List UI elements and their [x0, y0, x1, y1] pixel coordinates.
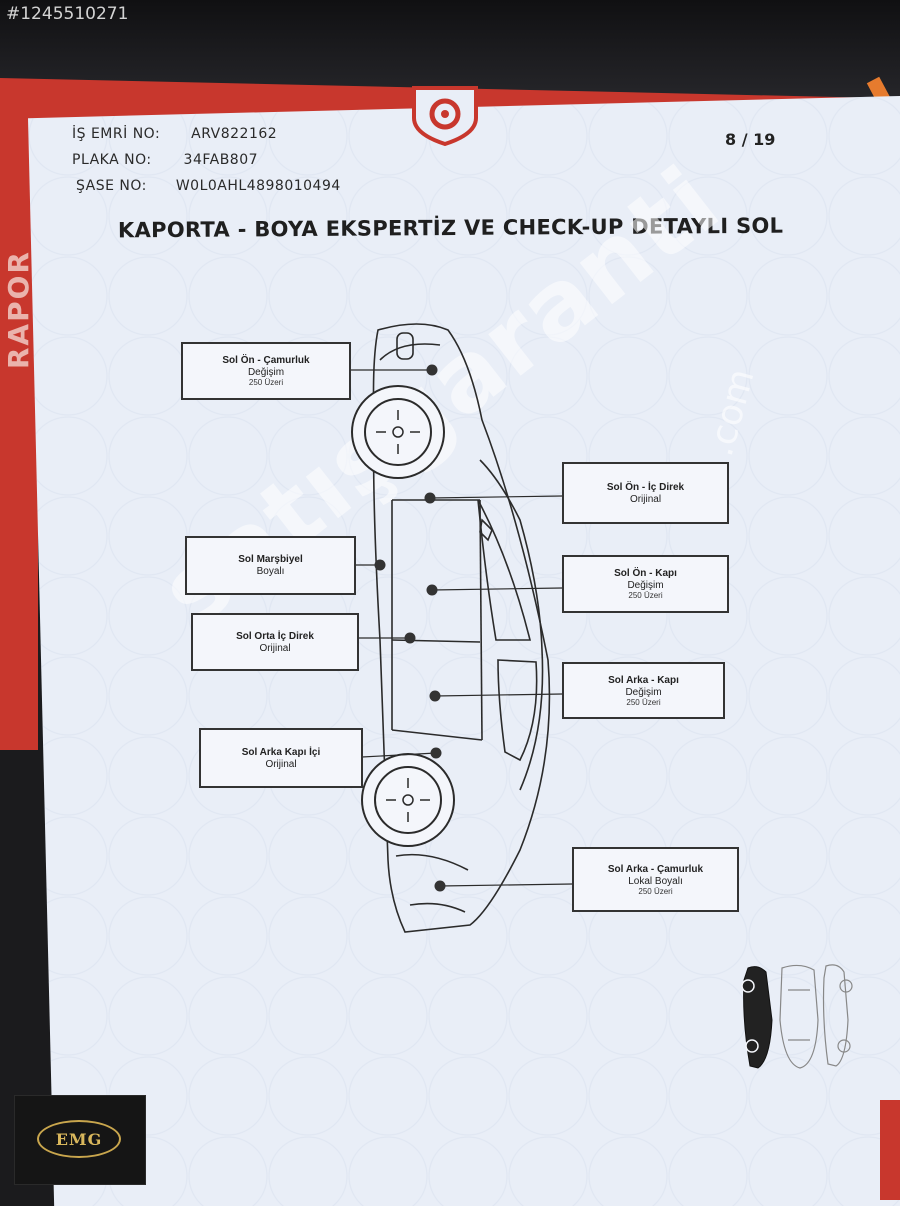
sase-value: W0L0AHL4898010494	[175, 178, 341, 194]
page-number: 8 / 19	[725, 130, 776, 149]
part-status: Orijinal	[265, 758, 297, 770]
part-label-sol-marsbiyel: Sol Marşbiyel Boyalı	[185, 536, 356, 595]
emg-logo: EMG	[37, 1120, 121, 1158]
red-folder-bottom	[880, 1100, 900, 1200]
part-note: 250 Üzeri	[626, 697, 661, 707]
part-note: 250 Üzeri	[628, 591, 663, 600]
is-emri-label: İŞ EMRİ NO:	[72, 126, 161, 142]
shield-logo-icon	[412, 86, 478, 146]
part-label-sol-on-camurluk: Sol Ön - Çamurluk Değişim 250 Üzeri	[181, 342, 351, 400]
part-status: Orijinal	[629, 493, 662, 505]
sase-row: ŞASE NO: W0L0AHL4898010494	[76, 178, 341, 194]
left-view-thumb-active	[741, 966, 773, 1069]
part-name: Sol Arka Kapı İçi	[241, 746, 321, 758]
dealer-logo-badge: EMG	[14, 1095, 146, 1185]
part-name: Sol Marşbiyel	[238, 554, 303, 565]
is-emri-row: İŞ EMRİ NO: ARV822162	[72, 126, 277, 142]
view-thumbnails	[741, 964, 853, 1069]
plaka-row: PLAKA NO: 34FAB807	[72, 152, 258, 168]
part-name: Sol Ön - Çamurluk	[222, 355, 310, 366]
part-name: Sol Arka - Kapı	[608, 674, 679, 686]
part-label-sol-arka-camurluk: Sol Arka - Çamurluk Lokal Boyalı 250 Üze…	[572, 847, 739, 912]
part-status: Değişim	[627, 580, 664, 591]
sase-label: ŞASE NO:	[76, 178, 147, 194]
photo-id: #1245510271	[6, 4, 129, 24]
part-status: Boyalı	[256, 566, 285, 577]
is-emri-value: ARV822162	[191, 126, 278, 142]
part-status: Değişim	[247, 367, 285, 378]
part-status: Orijinal	[259, 642, 291, 654]
part-label-sol-arka-kapi: Sol Arka - Kapı Değişim 250 Üzeri	[562, 662, 725, 719]
plaka-label: PLAKA NO:	[72, 152, 152, 168]
part-name: Sol Arka - Çamurluk	[607, 863, 704, 875]
part-note: 250 Üzeri	[248, 378, 284, 387]
part-name: Sol Orta İç Direk	[236, 630, 314, 642]
part-note: 250 Üzeri	[638, 886, 673, 896]
part-label-sol-on-ic-direk: Sol Ön - İç Direk Orijinal	[562, 462, 729, 524]
plaka-value: 34FAB807	[183, 152, 259, 168]
part-label-sol-on-kapi: Sol Ön - Kapı Değişim 250 Üzeri	[562, 555, 729, 613]
part-status: Lokal Boyalı	[628, 875, 683, 887]
part-label-sol-arka-kapi-ici: Sol Arka Kapı İçi Orijinal	[199, 728, 363, 788]
part-name: Sol Ön - Kapı	[614, 568, 677, 579]
part-name: Sol Ön - İç Direk	[606, 481, 685, 493]
part-label-sol-orta-ic-direk: Sol Orta İç Direk Orijinal	[191, 613, 359, 671]
part-status: Değişim	[625, 686, 662, 698]
